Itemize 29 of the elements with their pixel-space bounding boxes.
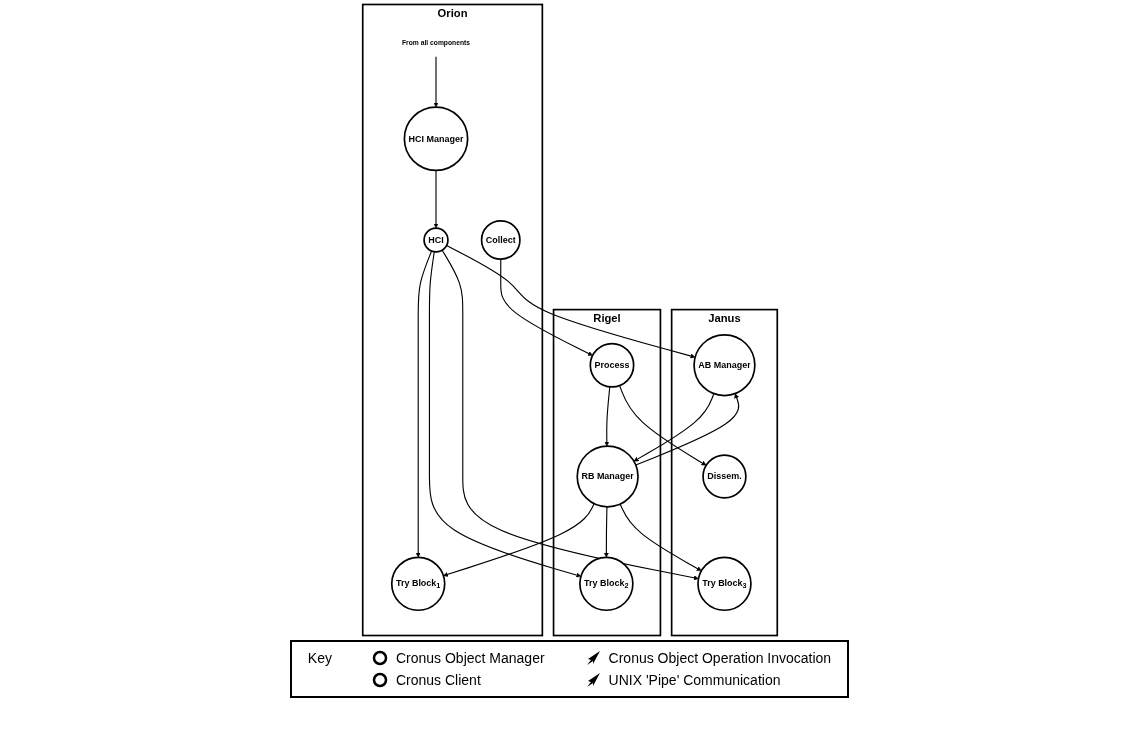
legend-text: UNIX 'Pipe' Communication — [608, 672, 781, 688]
arrow — [603, 386, 610, 447]
node-circle: Process — [588, 342, 634, 388]
arrow — [415, 250, 432, 558]
arrow — [433, 169, 438, 229]
arrow — [433, 56, 438, 108]
arrow — [633, 393, 714, 462]
arrow — [442, 503, 595, 577]
node-circle: Try Block$_{2}$ — [578, 556, 634, 612]
arrow — [499, 258, 593, 356]
arrow — [445, 244, 695, 359]
arrow — [428, 251, 581, 578]
node-circle: Dissem. — [701, 454, 747, 499]
node-circle: Collect — [480, 220, 521, 260]
node-circle: HCI Manager — [403, 106, 468, 172]
arrow — [603, 506, 609, 558]
arrow — [441, 249, 699, 581]
legend-text: Cronus Object Operation Invocation — [608, 650, 832, 666]
node-circle: Try Block$_{1}$ — [390, 556, 446, 612]
key-heading: Key — [307, 650, 332, 666]
node-circle: AB Manager — [692, 334, 756, 397]
arrow — [618, 384, 706, 466]
node-circle: RB Manager — [575, 445, 639, 508]
arrow — [619, 503, 702, 571]
node-circle: Try Block$_{3}$ — [696, 556, 752, 612]
node-circle: HCI — [422, 227, 449, 253]
legend-text: Cronus Object Manager — [395, 650, 545, 666]
arrow — [634, 393, 739, 466]
legend-text: Cronus Client — [395, 672, 481, 688]
